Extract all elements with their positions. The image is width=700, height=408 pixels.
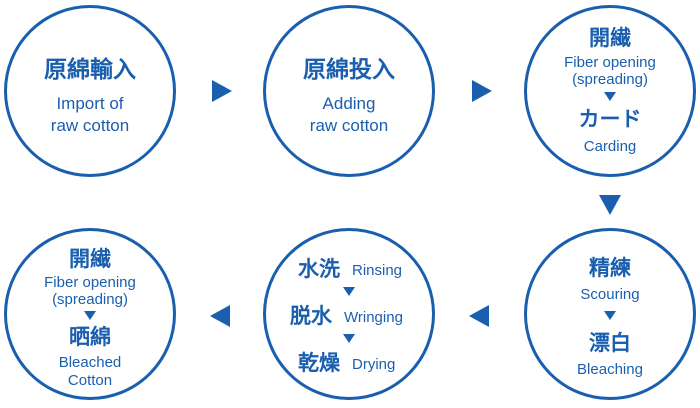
step-caption: Cotton (67, 372, 113, 389)
sub-step-arrow-icon (604, 311, 616, 320)
flow-arrow-down-icon (599, 195, 621, 215)
sub-step-arrow-icon (343, 334, 355, 343)
step-title: 原綿投入 (303, 57, 395, 83)
step-title: 脱水 (290, 304, 332, 328)
step-caption: Import of (56, 94, 124, 113)
step-caption: Carding (583, 138, 637, 155)
step-circle-import (4, 5, 176, 177)
step-circle-rinse-wring-dry (263, 228, 435, 400)
step-circle-opening-carding (524, 5, 696, 177)
step-title: 開繊 (69, 247, 111, 271)
step-caption: Fiber opening (44, 274, 136, 291)
step-title: 開繊 (589, 26, 631, 50)
flow-arrow-left-icon (210, 305, 230, 327)
flow-arrow-right-icon (212, 80, 232, 102)
sub-step-arrow-icon (343, 287, 355, 296)
step-caption: raw cotton (50, 116, 130, 135)
step-title: 精練 (589, 256, 631, 280)
step-title: 水洗 (298, 257, 340, 281)
step-subtitle: 晒綿 (69, 325, 111, 349)
step-caption: Rinsing (352, 262, 403, 279)
step-caption: Bleaching (577, 361, 643, 378)
sub-step-arrow-icon (604, 92, 616, 101)
step-title: 乾燥 (298, 351, 340, 375)
step-subtitle: 漂白 (589, 331, 631, 355)
step-circle-scouring-bleaching (524, 228, 696, 400)
step-caption: Drying (352, 356, 396, 373)
step-caption: Wringing (344, 309, 403, 326)
step-caption: (spreading) (572, 71, 648, 88)
step-title: 原綿輸入 (44, 57, 136, 83)
step-caption: Bleached (58, 354, 122, 371)
step-caption: Scouring (580, 286, 640, 303)
flow-arrow-right-icon (472, 80, 492, 102)
step-circle-adding (263, 5, 435, 177)
step-subtitle: カード (578, 107, 642, 131)
flow-arrow-left-icon (469, 305, 489, 327)
step-caption: Adding (322, 94, 376, 113)
sub-step-arrow-icon (84, 311, 96, 320)
step-circle-opening-bleached (4, 228, 176, 400)
step-caption: raw cotton (309, 116, 389, 135)
step-caption: Fiber opening (564, 54, 656, 71)
step-caption: (spreading) (52, 291, 128, 308)
